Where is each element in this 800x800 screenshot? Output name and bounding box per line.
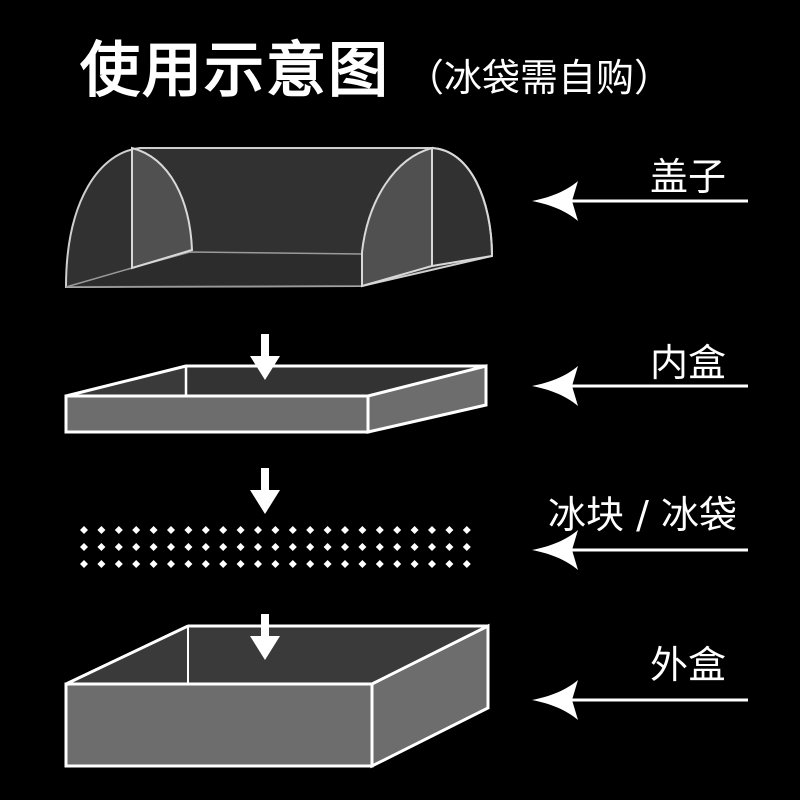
lid-right-edge	[431, 147, 494, 267]
ice-dot	[184, 543, 193, 551]
ice-dot	[323, 543, 332, 551]
arrow-down-icon	[250, 468, 280, 514]
ice-dot	[184, 526, 193, 534]
outer-box-illustration	[64, 623, 490, 769]
arrow-left-icon	[532, 680, 748, 720]
ice-dot	[167, 560, 175, 568]
ice-dot	[254, 560, 262, 568]
ice-dot	[341, 543, 349, 551]
label-inner-box: 内盒	[650, 341, 727, 385]
ice-dot	[306, 526, 315, 534]
ice-dot	[97, 543, 106, 551]
ice-dot	[445, 560, 454, 568]
ice-dot	[306, 560, 315, 568]
inner-box-front	[64, 394, 370, 434]
ice-dot	[358, 543, 367, 551]
ice-dot	[271, 543, 280, 551]
ice-dot	[114, 543, 123, 551]
arrow-left-icon	[532, 181, 748, 221]
ice-dot	[97, 526, 106, 534]
ice-dot	[219, 560, 228, 568]
ice-dot	[271, 526, 280, 534]
left-arrows	[532, 181, 748, 720]
arrow-down-icon	[250, 614, 280, 660]
ice-dot	[201, 526, 210, 534]
ice-dot	[288, 543, 297, 551]
ice-dot	[288, 526, 297, 534]
ice-dot	[358, 560, 367, 568]
ice-dot	[236, 560, 245, 568]
ice-dot	[323, 526, 332, 534]
down-arrows	[250, 334, 280, 660]
page-title: 使用示意图 （冰袋需自购）	[80, 22, 672, 109]
ice-dot	[271, 560, 280, 568]
ice-dot	[184, 560, 193, 568]
lid-right-end	[361, 146, 433, 288]
ice-dot	[149, 560, 158, 568]
ice-dot	[410, 560, 419, 568]
ice-dot	[219, 543, 228, 551]
ice-dot	[167, 526, 175, 534]
ice-dot	[201, 560, 210, 568]
ice-dot	[375, 526, 384, 534]
ice-dot	[323, 560, 332, 568]
ice-dot	[445, 543, 454, 551]
ice-dot	[80, 560, 88, 568]
ice-dot	[114, 560, 123, 568]
ice-dot	[132, 543, 141, 551]
ice-dot	[132, 560, 141, 568]
ice-dot	[149, 543, 158, 551]
ice-dot	[149, 526, 158, 534]
ice-dot	[288, 560, 297, 568]
label-lid: 盖子	[650, 155, 727, 199]
outer-box-front	[64, 682, 374, 768]
title-note: （冰袋需自购）	[406, 56, 673, 100]
ice-dot	[462, 526, 471, 534]
ice-dot	[393, 543, 402, 551]
ice-dot	[236, 543, 245, 551]
arrow-left-icon	[532, 530, 748, 570]
lid-left-end	[131, 146, 194, 270]
label-ice: 冰块 / 冰袋	[548, 493, 737, 537]
ice-dot	[410, 526, 419, 534]
ice-dot	[341, 526, 349, 534]
ice-dot	[358, 526, 367, 534]
ice-dot	[462, 543, 471, 551]
ice-dot	[462, 560, 471, 568]
title-text: 使用示意图	[80, 36, 390, 106]
ice-dot	[167, 543, 175, 551]
lid-illustration	[64, 146, 494, 289]
ice-dot	[393, 526, 402, 534]
ice-dot	[341, 560, 349, 568]
ice-dot	[375, 543, 384, 551]
ice-dot	[375, 560, 384, 568]
ice-dot	[428, 526, 436, 534]
ice-dots-icon	[80, 526, 471, 568]
arrow-down-icon	[250, 334, 280, 380]
ice-dot	[80, 526, 88, 534]
ice-dot	[201, 543, 210, 551]
inner-box-illustration	[64, 364, 488, 434]
ice-dot	[219, 526, 228, 534]
arrow-left-icon	[532, 366, 748, 406]
ice-dot	[445, 526, 454, 534]
ice-dot	[254, 526, 262, 534]
inner-box-side	[366, 364, 488, 434]
ice-dot	[428, 560, 436, 568]
ice-dot	[428, 543, 436, 551]
ice-dot	[236, 526, 245, 534]
ice-dot	[410, 543, 419, 551]
ice-dot	[97, 560, 106, 568]
ice-dot	[254, 543, 262, 551]
ice-dot	[80, 543, 88, 551]
ice-dot	[306, 543, 315, 551]
ice-dot	[132, 526, 141, 534]
ice-dot	[114, 526, 123, 534]
outer-box-side	[370, 623, 490, 769]
label-outer-box: 外盒	[650, 643, 727, 687]
ice-dot	[393, 560, 402, 568]
